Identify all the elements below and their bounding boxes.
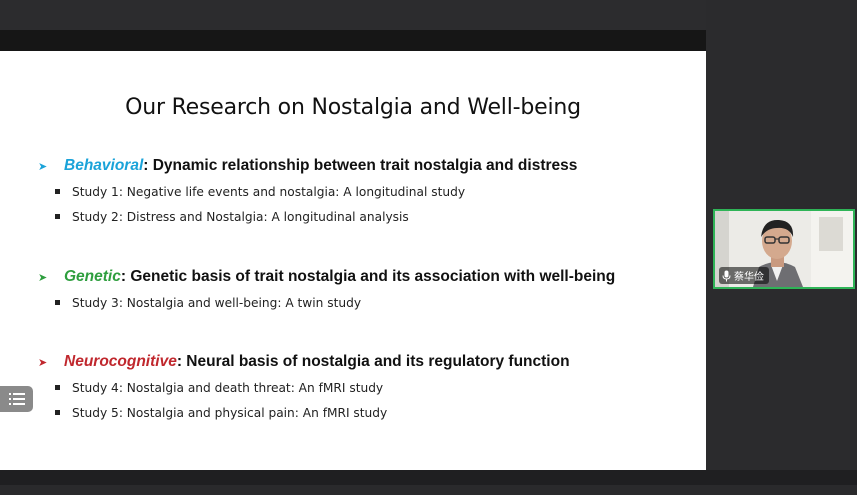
- study-text: Study 4: Nostalgia and death threat: An …: [72, 380, 384, 395]
- square-bullet-icon: [55, 410, 60, 415]
- arrow-bullet-icon: ➤: [38, 271, 48, 284]
- section-keyword: Behavioral: [64, 157, 144, 174]
- section-keyword: Neurocognitive: [64, 353, 177, 370]
- section-heading: ➤ Neurocognitive : Neural basis of nosta…: [38, 353, 570, 371]
- square-bullet-icon: [55, 300, 60, 305]
- bottom-strip: [0, 485, 857, 495]
- section-heading: ➤ Behavioral : Dynamic relationship betw…: [38, 157, 577, 175]
- top-bar: [0, 0, 706, 30]
- slide-list-button[interactable]: [0, 386, 33, 412]
- study-text: Study 3: Nostalgia and well-being: A twi…: [72, 295, 362, 310]
- square-bullet-icon: [55, 385, 60, 390]
- slide-title: Our Research on Nostalgia and Well-being: [125, 95, 581, 120]
- study-text: Study 2: Distress and Nostalgia: A longi…: [72, 209, 409, 224]
- square-bullet-icon: [55, 189, 60, 194]
- presentation-slide: Our Research on Nostalgia and Well-being…: [0, 51, 706, 479]
- study-item: Study 1: Negative life events and nostal…: [55, 179, 577, 204]
- section-behavioral: ➤ Behavioral : Dynamic relationship betw…: [38, 157, 577, 229]
- section-heading-text: : Genetic basis of trait nostalgia and i…: [120, 268, 616, 285]
- list-icon: [8, 393, 25, 405]
- square-bullet-icon: [55, 214, 60, 219]
- arrow-bullet-icon: ➤: [38, 160, 48, 173]
- study-item: Study 2: Distress and Nostalgia: A longi…: [55, 204, 577, 229]
- section-neurocognitive: ➤ Neurocognitive : Neural basis of nosta…: [38, 353, 570, 425]
- study-item: Study 4: Nostalgia and death threat: An …: [55, 375, 570, 400]
- section-heading-text: : Neural basis of nostalgia and its regu…: [176, 353, 570, 370]
- microphone-icon: [722, 270, 731, 281]
- arrow-bullet-icon: ➤: [38, 356, 48, 369]
- participant-video: [715, 211, 853, 287]
- participant-name-tag: 蔡华俭: [719, 267, 769, 284]
- study-text: Study 5: Nostalgia and physical pain: An…: [72, 405, 388, 420]
- study-item: Study 3: Nostalgia and well-being: A twi…: [55, 290, 615, 315]
- participant-name: 蔡华俭: [734, 272, 764, 283]
- study-item: Study 5: Nostalgia and physical pain: An…: [55, 400, 570, 425]
- section-genetic: ➤ Genetic : Genetic basis of trait nosta…: [38, 268, 615, 315]
- section-keyword: Genetic: [64, 268, 121, 285]
- participant-video-tile[interactable]: 蔡华俭: [713, 209, 855, 289]
- section-heading: ➤ Genetic : Genetic basis of trait nosta…: [38, 268, 615, 286]
- section-heading-text: : Dynamic relationship between trait nos…: [143, 157, 578, 174]
- shared-screen: Our Research on Nostalgia and Well-being…: [0, 30, 706, 479]
- study-text: Study 1: Negative life events and nostal…: [72, 184, 466, 199]
